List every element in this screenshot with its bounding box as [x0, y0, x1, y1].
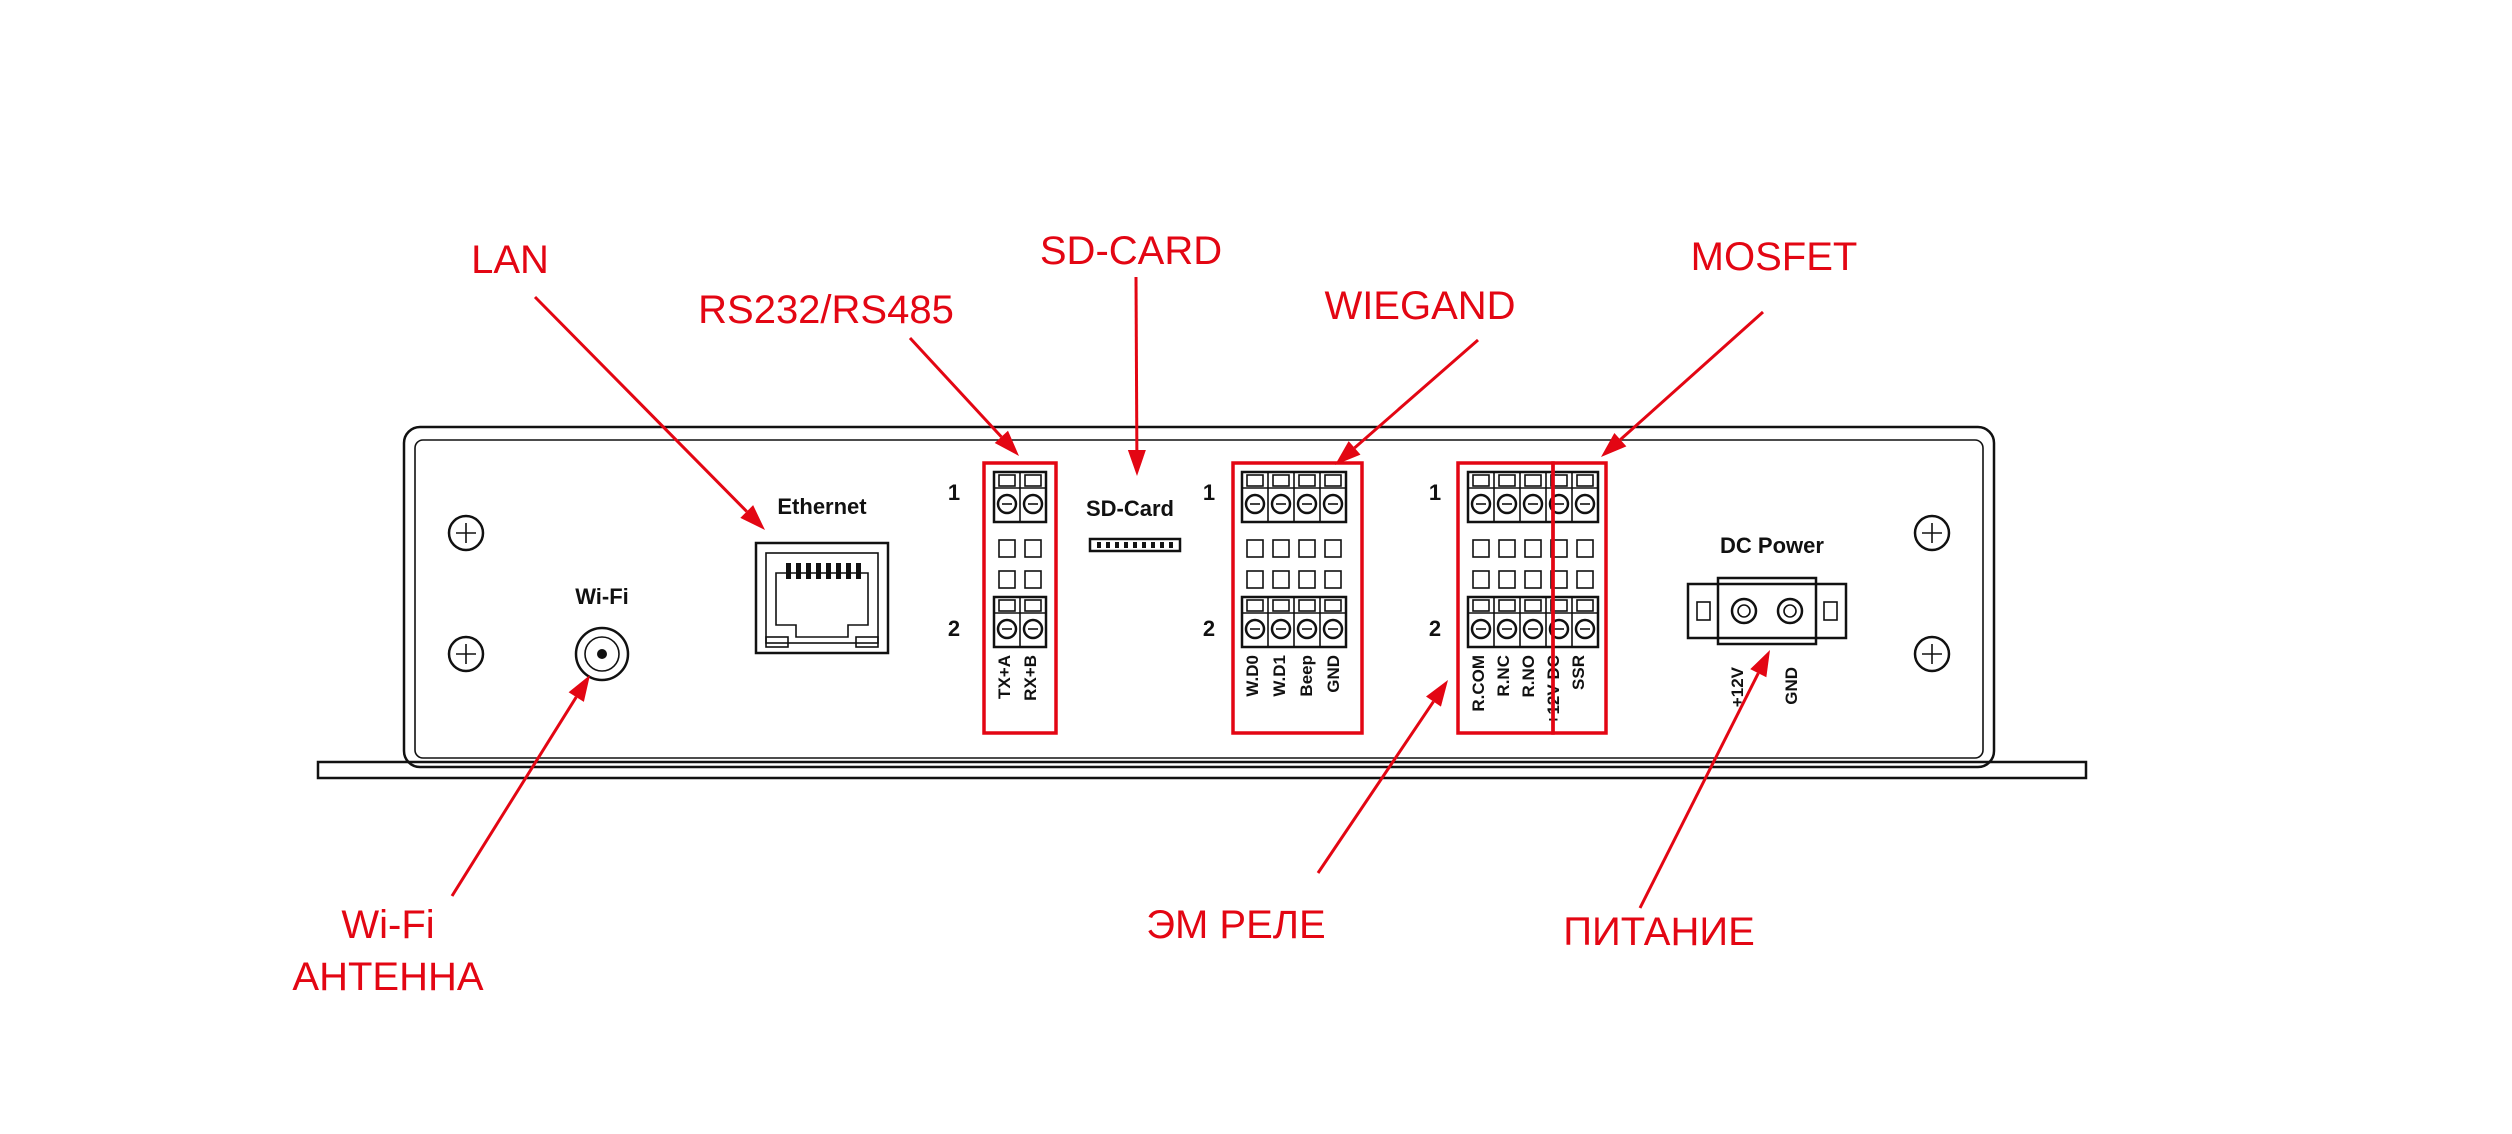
terminal-blocks: [992, 470, 1600, 649]
screw-icon: [1913, 635, 1951, 673]
terminal-led: [1498, 570, 1516, 589]
terminal-led: [1024, 570, 1042, 589]
terminal-block-icon: [1240, 595, 1348, 649]
terminal-led: [1550, 570, 1568, 589]
terminal-led: [1472, 570, 1490, 589]
wifi-label: Wi-Fi: [575, 584, 629, 609]
ethernet-port-icon: [754, 541, 890, 655]
callout-wifi-antenna: АНТЕННА: [292, 955, 483, 999]
ethernet-label: Ethernet: [777, 494, 867, 519]
terminal-led: [1272, 539, 1290, 558]
callout-power: ПИТАНИЕ: [1563, 910, 1755, 954]
terminal-led: [1524, 570, 1542, 589]
screw-icon: [447, 635, 485, 673]
pin-label: SSR: [1569, 655, 1588, 690]
terminal-led: [1576, 570, 1594, 589]
terminal-block-icon: [1240, 470, 1348, 524]
pin-label: +12V: [1728, 666, 1747, 707]
terminal-led: [1298, 539, 1316, 558]
terminal-led: [1524, 539, 1542, 558]
pin-label: R.COM: [1469, 655, 1488, 712]
terminal-led: [1576, 539, 1594, 558]
callout-wifi: Wi-Fi: [341, 903, 434, 947]
dc-power-connector-icon: [1686, 576, 1848, 646]
terminal-led: [1550, 539, 1568, 558]
row-number: 1: [1203, 480, 1215, 505]
callout-rs232-rs485: RS232/RS485: [698, 288, 954, 332]
screw-icon: [1913, 514, 1951, 552]
pin-label: GND: [1782, 667, 1801, 705]
row-number: 1: [1429, 480, 1441, 505]
terminal-led: [1324, 539, 1342, 558]
front-panel: [414, 439, 1984, 759]
screw-icon: [447, 514, 485, 552]
callout-lan: LAN: [471, 238, 549, 282]
row-number: 2: [1429, 616, 1441, 641]
terminal-led: [1246, 539, 1264, 558]
sd-card-slot-icon: [1088, 537, 1182, 553]
antenna-connector-icon: [574, 626, 630, 682]
callout-mosfet: MOSFET: [1691, 235, 1858, 279]
terminal-block-icon: [992, 595, 1048, 649]
callout-relay: ЭМ РЕЛЕ: [1146, 903, 1325, 947]
callout-wiegand: WIEGAND: [1324, 284, 1515, 328]
pin-label: Beep: [1297, 655, 1316, 697]
terminal-led: [1246, 570, 1264, 589]
pin-label: W.D1: [1270, 655, 1289, 697]
pin-label: RX+B: [1021, 655, 1040, 701]
callout-arrow: [908, 336, 1019, 456]
callout-arrows: [450, 276, 1770, 909]
wiegand-highlight-box: [1231, 461, 1364, 735]
callout-arrow: [1638, 650, 1770, 909]
callout-arrow: [1127, 276, 1146, 476]
pin-label: W.D0: [1243, 655, 1262, 697]
callout-arrow: [533, 295, 765, 530]
sd-card-label: SD-Card: [1086, 496, 1174, 521]
pin-label: R.NO: [1519, 655, 1538, 698]
pin-label: GND: [1324, 655, 1343, 693]
row-number: 1: [948, 480, 960, 505]
terminal-block-icon: [1466, 470, 1600, 524]
dc-power-label: DC Power: [1720, 533, 1824, 558]
terminal-block-icon: [992, 470, 1048, 524]
callout-sd-card: SD-CARD: [1040, 229, 1222, 273]
callout-arrow: [450, 675, 590, 897]
row-number: 2: [948, 616, 960, 641]
terminal-led: [998, 570, 1016, 589]
row-number: 2: [1203, 616, 1215, 641]
callout-arrow: [1316, 680, 1448, 874]
terminal-led: [1024, 539, 1042, 558]
terminal-led: [1298, 570, 1316, 589]
callout-arrow: [1335, 338, 1479, 465]
enclosure-outer: [402, 425, 1996, 769]
callout-arrow: [1601, 310, 1765, 457]
mounting-flange: [316, 760, 2088, 780]
enclosure: [316, 425, 2088, 780]
terminal-led: [1472, 539, 1490, 558]
terminal-block-icon: [1466, 595, 1600, 649]
terminal-led: [1324, 570, 1342, 589]
terminal-led: [998, 539, 1016, 558]
pin-label: R.NC: [1494, 655, 1513, 697]
pin-label: TX+A: [995, 655, 1014, 699]
terminal-led: [1498, 539, 1516, 558]
rs-highlight-box: [982, 461, 1058, 735]
mosfet-highlight-box: [1551, 461, 1608, 735]
terminal-led: [1272, 570, 1290, 589]
